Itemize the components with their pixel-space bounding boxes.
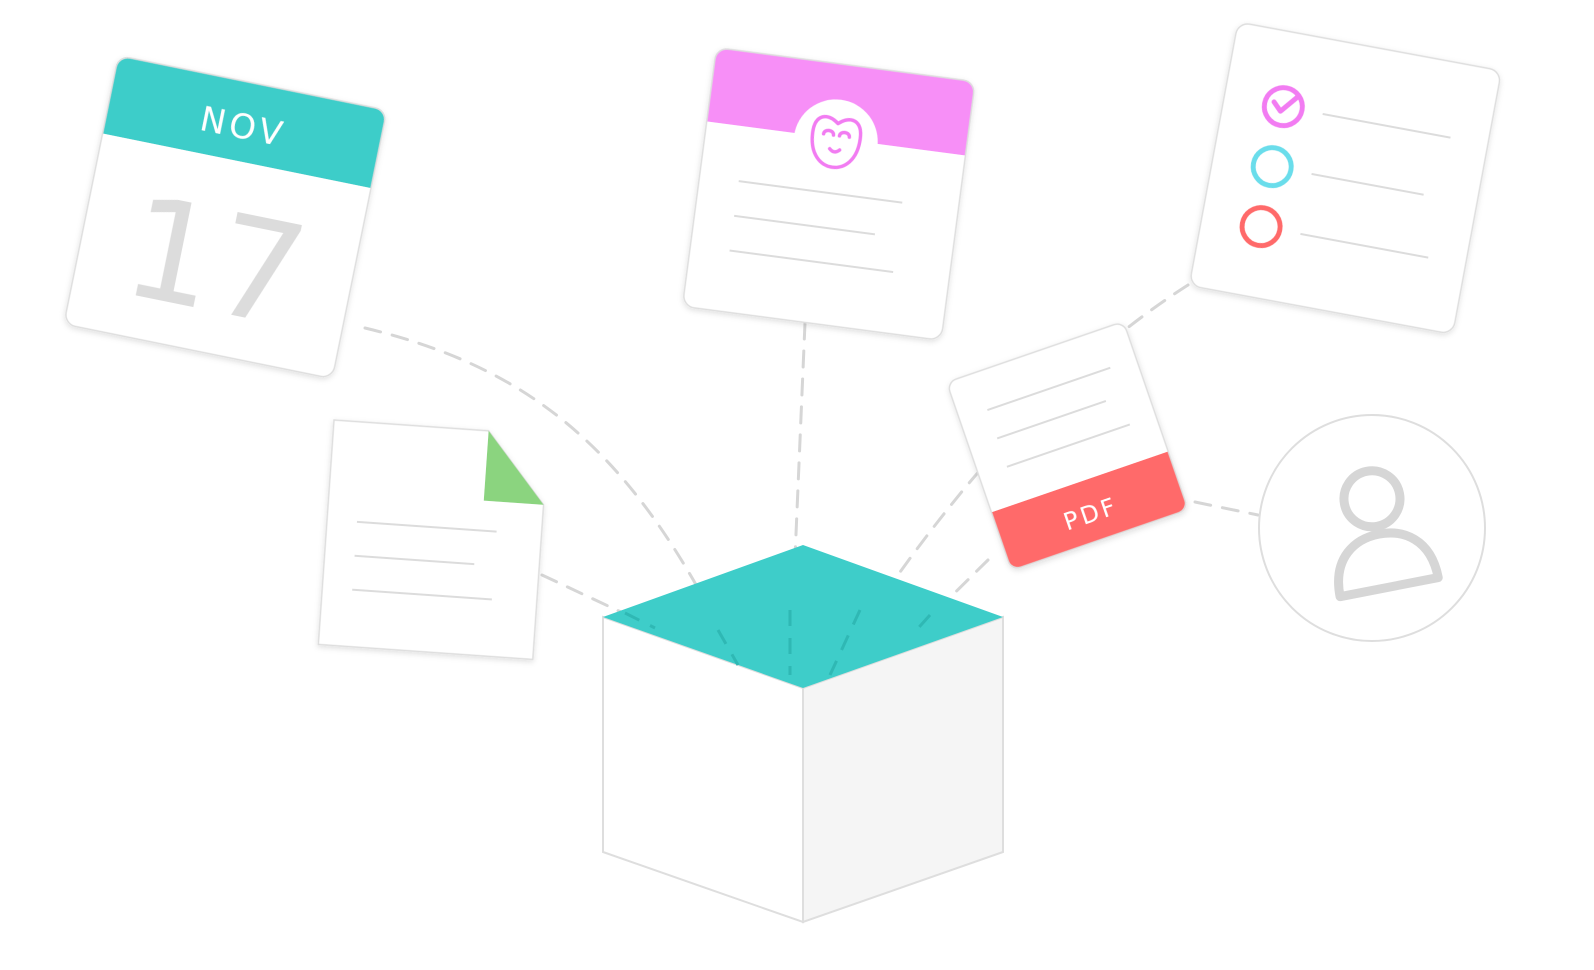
box-right-face bbox=[802, 615, 1004, 924]
checklist-item-3 bbox=[1239, 205, 1429, 259]
pdf-card: PDF bbox=[946, 320, 1189, 572]
box-top-face bbox=[603, 545, 1003, 688]
checklist-item-2 bbox=[1250, 145, 1424, 196]
user-avatar-icon bbox=[1258, 414, 1486, 642]
connector-calendar bbox=[363, 326, 737, 662]
empty-circle-icon bbox=[1250, 145, 1294, 189]
checklist-card bbox=[1190, 23, 1501, 334]
connector-document bbox=[540, 573, 657, 630]
calendar-day: 17 bbox=[112, 165, 319, 360]
pdf-lines bbox=[987, 366, 1131, 468]
document-card bbox=[317, 419, 545, 661]
folded-corner-icon bbox=[483, 430, 544, 505]
connector-user bbox=[1193, 500, 1260, 517]
profile-card-lines bbox=[729, 180, 903, 274]
empty-circle-icon bbox=[1239, 205, 1283, 249]
pdf-band bbox=[990, 451, 1189, 572]
checkmark-icon bbox=[1271, 93, 1301, 114]
open-box-icon bbox=[602, 545, 1004, 924]
owl-face-icon bbox=[793, 99, 878, 184]
user-silhouette bbox=[1334, 466, 1443, 602]
box-inner-connectors bbox=[624, 609, 932, 676]
document-lines bbox=[352, 520, 497, 601]
checklist-item-1 bbox=[1261, 85, 1451, 139]
calendar-card: NOV 17 bbox=[63, 55, 388, 380]
profile-card bbox=[681, 47, 976, 341]
calendar-header bbox=[102, 55, 388, 189]
